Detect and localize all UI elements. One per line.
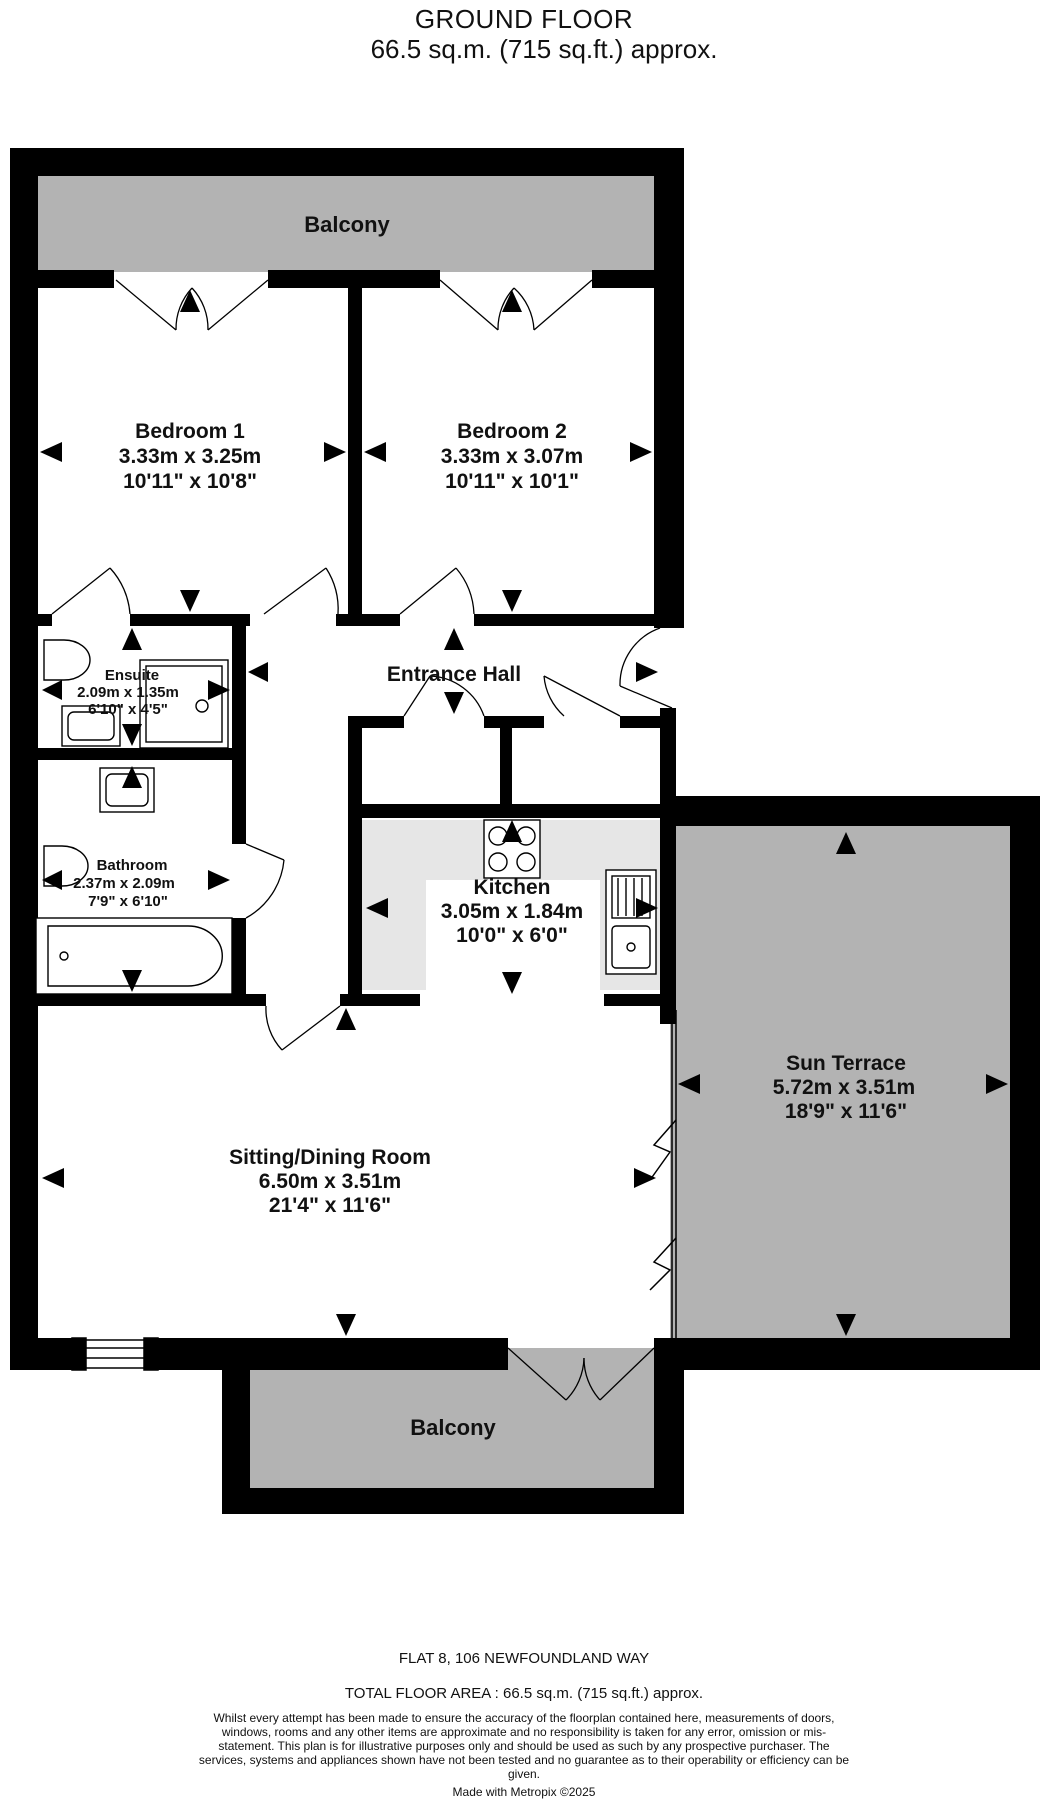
bedroom1-metric: 3.33m x 3.25m — [119, 445, 261, 468]
ensuite-imperial: 6'10" x 4'5" — [88, 701, 168, 718]
sitting-dining-imperial: 21'4" x 11'6" — [269, 1194, 391, 1217]
bedroom1-imperial: 10'11" x 10'8" — [123, 470, 257, 493]
sitting-dining-label: Sitting/Dining Room — [229, 1146, 431, 1169]
bedroom2-label: Bedroom 2 — [457, 420, 567, 443]
kitchen-imperial: 10'0" x 6'0" — [456, 924, 568, 947]
bedroom2-imperial: 10'11" x 10'1" — [445, 470, 579, 493]
balcony-bottom-label: Balcony — [410, 1415, 496, 1440]
sun-terrace-label: Sun Terrace — [786, 1052, 906, 1075]
kitchen-label: Kitchen — [473, 876, 550, 899]
balcony-top-label: Balcony — [304, 212, 390, 237]
kitchen-counter-left — [362, 820, 426, 990]
dimension-arrows — [40, 290, 1008, 1336]
sitting-dining-metric: 6.50m x 3.51m — [259, 1170, 401, 1193]
plan-header: GROUND FLOOR 66.5 sq.m. (715 sq.ft.) app… — [0, 4, 1048, 64]
bedroom2-metric: 3.33m x 3.07m — [441, 445, 583, 468]
bathroom-label: Bathroom — [97, 857, 168, 874]
bifold-doors — [649, 1010, 677, 1338]
total-floor-area: TOTAL FLOOR AREA : 66.5 sq.m. (715 sq.ft… — [344, 1685, 704, 1702]
floor-area: 66.5 sq.m. (715 sq.ft.) approx. — [370, 34, 718, 64]
ensuite-metric: 2.09m x 1.35m — [77, 684, 179, 701]
property-address: FLAT 8, 106 NEWFOUNDLAND WAY — [398, 1650, 650, 1667]
ensuite-toilet-icon — [43, 639, 91, 681]
walls — [10, 148, 1040, 1514]
balcony-bottom-area — [250, 1348, 654, 1488]
door-swings — [51, 279, 673, 1401]
fixtures — [35, 639, 657, 995]
sun-terrace-metric: 5.72m x 3.51m — [773, 1076, 915, 1099]
disclaimer: Whilst every attempt has been made to en… — [198, 1711, 850, 1781]
balcony-top-area — [36, 176, 654, 272]
kitchen-metric: 3.05m x 1.84m — [441, 900, 583, 923]
window — [71, 1337, 159, 1371]
bathroom-imperial: 7'9" x 6'10" — [88, 893, 168, 910]
bedroom1-label: Bedroom 1 — [135, 420, 245, 443]
made-with-credit: Made with Metropix ©2025 — [452, 1785, 596, 1799]
entrance-hall-label: Entrance Hall — [387, 663, 521, 686]
sun-terrace-area — [670, 826, 1010, 1338]
bathroom-metric: 2.37m x 2.09m — [73, 875, 175, 892]
ensuite-label: Ensuite — [105, 667, 159, 684]
sun-terrace-imperial: 18'9" x 11'6" — [785, 1100, 907, 1123]
room-labels: Balcony Bedroom 1 3.33m x 3.25m 10'11" x… — [73, 212, 915, 1440]
floor-title: GROUND FLOOR — [414, 4, 634, 34]
